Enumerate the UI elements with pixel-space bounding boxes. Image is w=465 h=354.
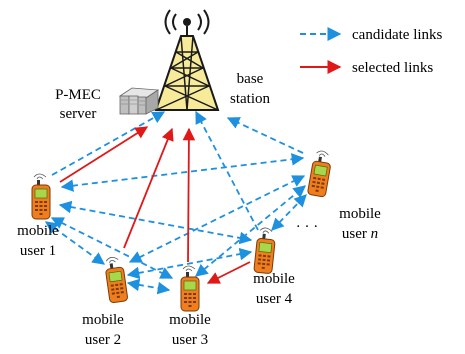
candidate-link-4-bs — [195, 110, 259, 231]
candidate-link-1-2 — [44, 221, 106, 265]
cell-tower-icon — [154, 9, 220, 111]
usern-label-line1: mobile — [339, 206, 381, 222]
usern-label-prefix: user — [342, 226, 371, 242]
ellipsis: · · · — [296, 219, 319, 235]
user4-label-line1: mobile — [253, 271, 295, 287]
candidate-link-3-n — [195, 185, 306, 277]
user1-label-line2: user 1 — [20, 243, 56, 259]
user2-label-line1: mobile — [82, 312, 124, 328]
candidate-link-2-3 — [126, 278, 171, 295]
candidate-link-4-n — [271, 194, 307, 231]
candidate-link-1-n — [60, 153, 305, 192]
legend-selected-label: selected links — [352, 60, 433, 76]
bs-label-line2: station — [230, 91, 270, 107]
server-label-line1: P-MEC — [55, 87, 101, 103]
legend-candidate-label: candidate links — [352, 27, 443, 43]
selected-link-1-server — [59, 126, 149, 183]
selected-link-3-bs — [182, 127, 196, 263]
candidate-link-2-n — [128, 175, 306, 263]
mobile-phone-icon-usern — [306, 149, 334, 198]
server-rack-icon — [118, 87, 160, 115]
user3-label-line1: mobile — [169, 312, 211, 328]
mobile-phone-icon-user3 — [180, 265, 200, 312]
selected-link-4-3 — [206, 261, 251, 284]
selected-links — [59, 126, 251, 284]
mobile-phone-icon-user1 — [31, 173, 51, 220]
user4-label-line2: user 4 — [256, 291, 293, 307]
user1-label-line1: mobile — [17, 223, 59, 239]
mobile-phone-icon-user2 — [103, 255, 129, 304]
candidate-links — [44, 110, 307, 295]
selected-link-2-bs — [123, 127, 174, 249]
mobile-phone-icon-user4 — [253, 226, 277, 275]
usern-label-line2: user n — [342, 226, 378, 242]
bs-label-line1: base — [237, 71, 264, 87]
candidate-link-n-bs — [226, 117, 304, 154]
candidate-link-1-4 — [58, 200, 253, 245]
user2-label-line2: user 2 — [85, 332, 121, 348]
user3-label-line2: user 3 — [172, 332, 208, 348]
usern-label-n: n — [371, 226, 379, 242]
server-label-line2: server — [60, 106, 97, 122]
legend: candidate links selected links — [300, 27, 443, 76]
